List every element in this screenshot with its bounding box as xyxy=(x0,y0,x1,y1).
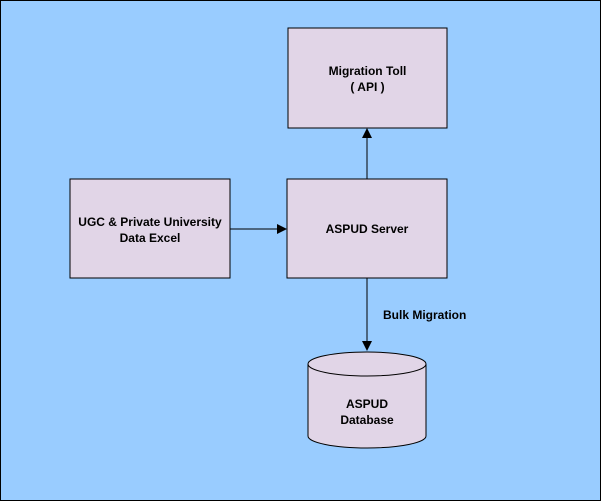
aspud-database-node[interactable]: ASPUD Database xyxy=(307,351,427,449)
bulk-migration-label: Bulk Migration xyxy=(383,308,466,322)
data-excel-label-line1: UGC & Private University xyxy=(78,215,222,229)
aspud-database-label-line2: Database xyxy=(340,413,394,427)
aspud-server-label: ASPUD Server xyxy=(326,222,409,236)
data-excel-node[interactable]: UGC & Private University Data Excel xyxy=(69,178,231,279)
migration-tool-label-line1: Migration Toll xyxy=(329,64,407,78)
aspud-database-cylinder-top xyxy=(307,363,427,377)
aspud-server-node[interactable]: ASPUD Server xyxy=(286,178,448,279)
migration-tool-label-line2: ( API ) xyxy=(350,80,384,94)
data-excel-box xyxy=(69,178,231,279)
data-excel-label-line2: Data Excel xyxy=(120,231,181,245)
aspud-database-label-line1: ASPUD xyxy=(346,397,388,411)
migration-tool-box xyxy=(287,27,448,129)
migration-tool-node[interactable]: Migration Toll ( API ) xyxy=(287,27,448,129)
aspud-database-cylinder xyxy=(307,351,427,449)
